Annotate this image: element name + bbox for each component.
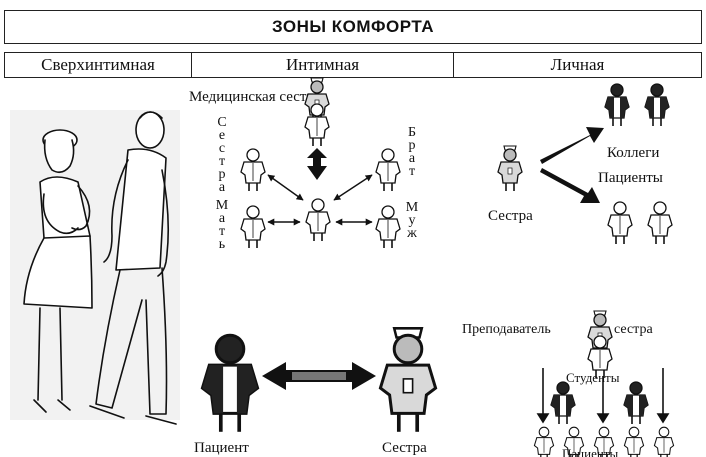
label-mother-vertical: Мать [215, 198, 230, 250]
patient-icon-personal-2 [648, 202, 672, 244]
thick-arrow-vertical [307, 158, 327, 180]
label-husband-vertical: Муж [405, 200, 420, 239]
patient-icon-large [202, 335, 257, 432]
brother-icon [376, 149, 400, 191]
nurse-icon-personal [498, 146, 522, 191]
husband-icon [376, 206, 400, 248]
label-nurse-personal: Сестра [488, 208, 533, 224]
teaching-diagram: Преподаватель сестра Студенты Пациенты [462, 311, 674, 457]
label-patients-teaching: Пациенты [562, 446, 618, 457]
mother-icon [241, 206, 265, 248]
arrow-to-colleagues [540, 127, 604, 164]
patient-icon-teaching-5 [654, 427, 673, 457]
patient-icon-teaching-4 [624, 427, 643, 457]
label-students: Студенты [566, 370, 620, 385]
arrow-to-patients [540, 168, 600, 203]
label-medical-sister: Медицинская сестра [189, 89, 321, 105]
label-colleagues: Коллеги [607, 145, 659, 161]
patient-icon-teaching-1 [534, 427, 553, 457]
personal-zone-diagram: Сестра Коллеги Пациенты [488, 84, 672, 244]
nurse-helping-patient-illustration [10, 110, 180, 424]
colleague-icon-2 [645, 84, 669, 126]
student-icon-2 [624, 382, 648, 424]
student-icon-1 [551, 382, 575, 424]
label-teacher: Преподаватель [462, 322, 551, 337]
center-figure-icon [306, 199, 330, 241]
colleague-icon-1 [605, 84, 629, 126]
label-nurse-teaching: сестра [614, 322, 653, 337]
nurse-icon-large [380, 328, 435, 432]
label-patient-bottom: Пациент [194, 440, 249, 456]
label-patients-personal: Пациенты [598, 170, 663, 186]
label-sister-vertical: Сестра [215, 115, 230, 193]
patient-nurse-distance-diagram: Пациент Сестра [194, 328, 436, 456]
label-brother-vertical: Брат [405, 125, 420, 177]
nurse-icon-intimate [305, 104, 329, 146]
intimate-zone-diagram: Медицинская сестра Сестра Мать Брат Муж [189, 78, 420, 250]
sister-icon [241, 149, 265, 191]
patient-icon-personal-1 [608, 202, 632, 244]
label-nurse-bottom: Сестра [382, 440, 427, 456]
